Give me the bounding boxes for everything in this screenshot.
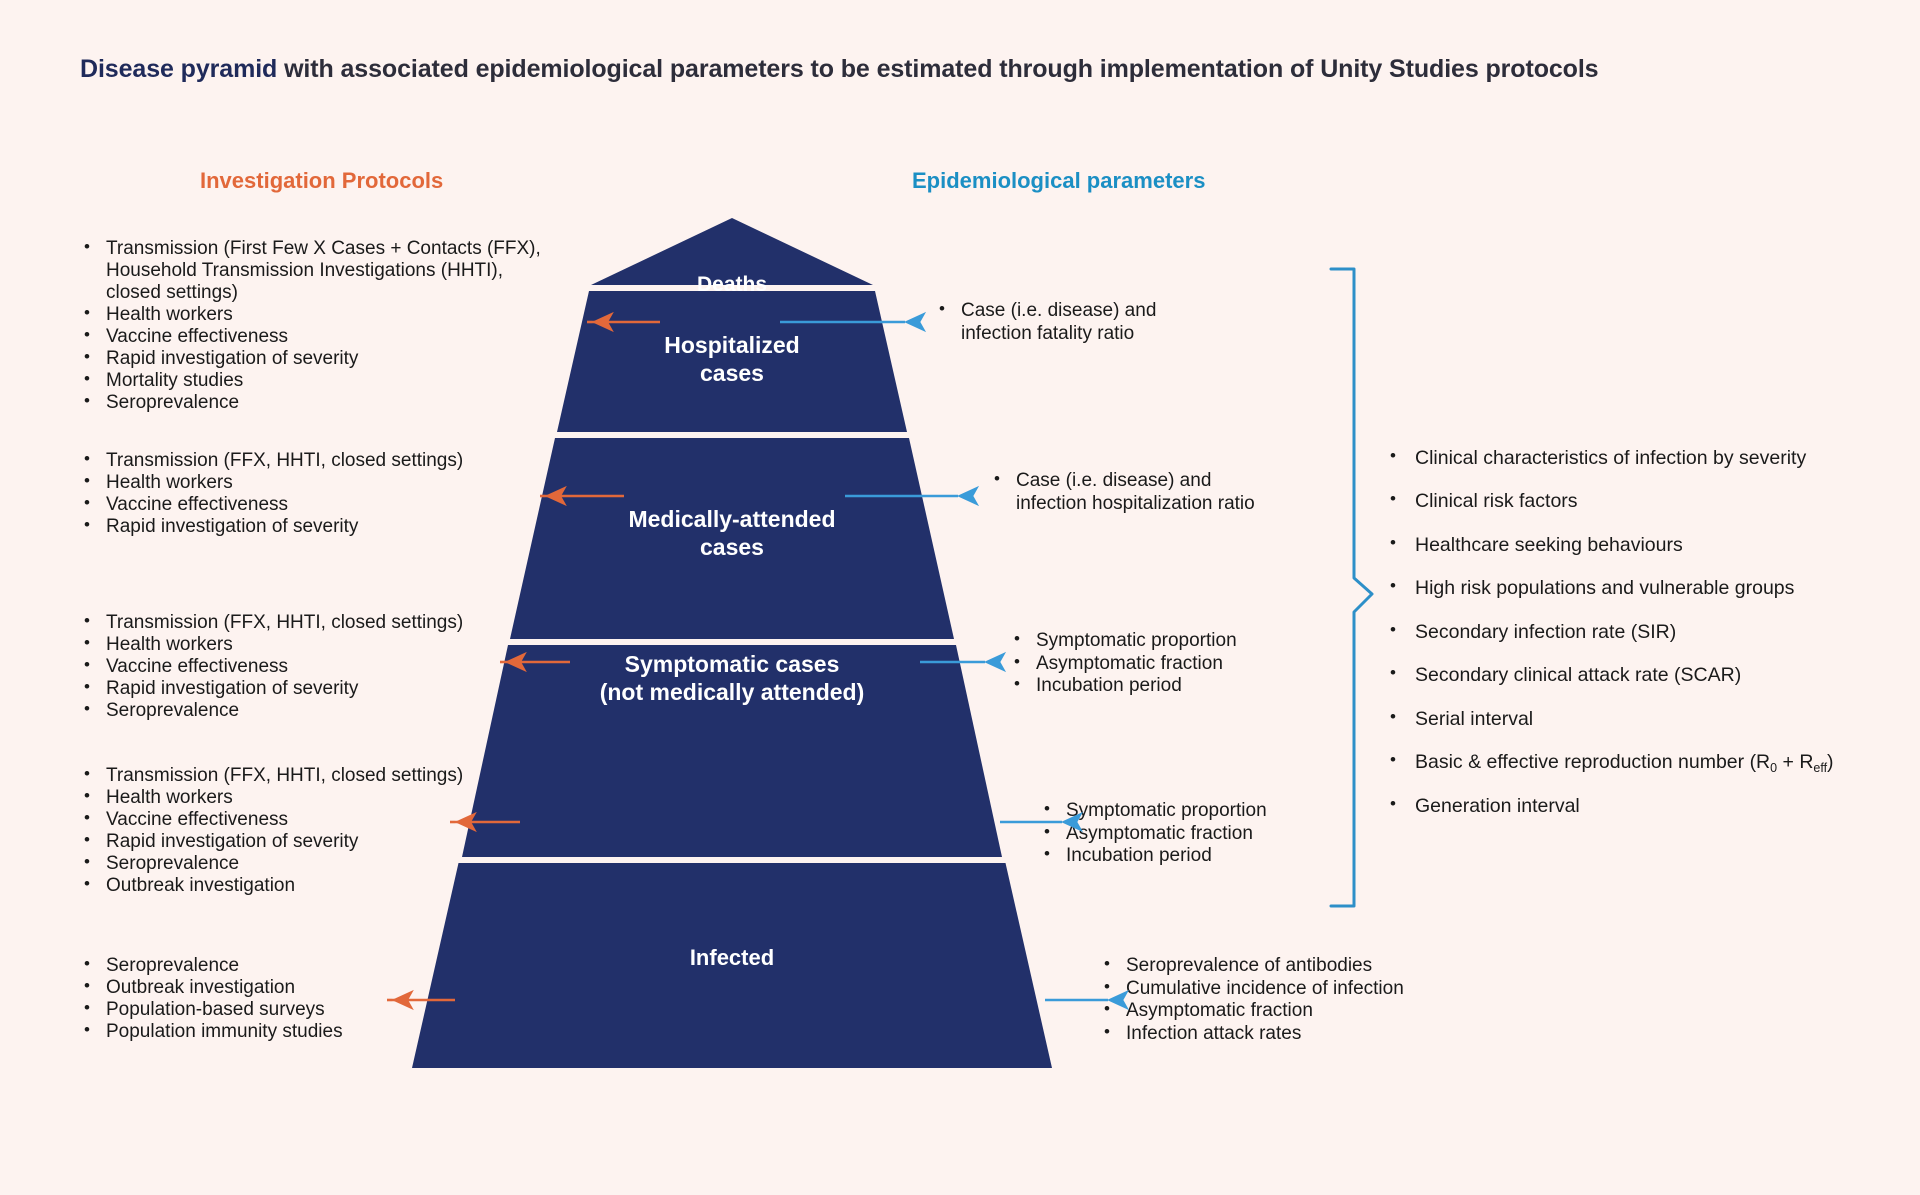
- page-title: Disease pyramid with associated epidemio…: [80, 55, 1599, 84]
- list-item: Symptomatic proportion: [1040, 799, 1340, 823]
- list-item: Serial interval: [1385, 708, 1905, 730]
- list-item: Vaccine effectiveness: [80, 493, 550, 516]
- list-item: Asymptomatic fraction: [1010, 652, 1310, 676]
- list-item: Incubation period: [1010, 674, 1310, 698]
- protocol-block-hospitalized: Transmission (FFX, HHTI, closed settings…: [80, 449, 550, 538]
- protocol-list-infected: Seroprevalence Outbreak investigation Po…: [80, 954, 550, 1043]
- list-item: Vaccine effectiveness: [80, 808, 550, 831]
- parameter-block-medically-attended: Symptomatic proportion Asymptomatic frac…: [1010, 629, 1310, 698]
- protocol-block-deaths: Transmission (First Few X Cases + Contac…: [80, 237, 550, 414]
- pyramid-level-hospitalized[interactable]: [557, 291, 907, 432]
- cross-cutting-parameter-list: Clinical characteristics of infection by…: [1385, 447, 1905, 817]
- list-item: Clinical risk factors: [1385, 490, 1905, 512]
- list-item: Health workers: [80, 633, 550, 656]
- parameter-block-infected: Seroprevalence of antibodies Cumulative …: [1100, 954, 1440, 1046]
- list-item: Seroprevalence: [80, 954, 550, 977]
- parameter-block-symptomatic: Symptomatic proportion Asymptomatic frac…: [1040, 799, 1340, 868]
- list-item: Rapid investigation of severity: [80, 515, 550, 538]
- pyramid-level-symptomatic[interactable]: [462, 645, 1002, 857]
- list-item: Seroprevalence: [80, 852, 550, 875]
- pyramid-level-deaths[interactable]: [591, 218, 873, 285]
- parameter-list-infected: Seroprevalence of antibodies Cumulative …: [1100, 954, 1440, 1046]
- page-title-rest: with associated epidemiological paramete…: [277, 55, 1599, 83]
- column-header-investigation-protocols: Investigation Protocols: [200, 168, 444, 193]
- list-item: High risk populations and vulnerable gro…: [1385, 577, 1905, 599]
- list-item: Population immunity studies: [80, 1020, 550, 1043]
- list-item: Outbreak investigation: [80, 874, 550, 897]
- list-item: Vaccine effectiveness: [80, 325, 550, 348]
- list-item: Asymptomatic fraction: [1100, 999, 1440, 1023]
- column-header-epidemiological-parameters: Epidemiological parameters: [912, 168, 1206, 193]
- list-item: Symptomatic proportion: [1010, 629, 1310, 653]
- list-item: Secondary infection rate (SIR): [1385, 621, 1905, 643]
- list-item: Outbreak investigation: [80, 976, 550, 999]
- list-item: Infection attack rates: [1100, 1022, 1440, 1046]
- list-item: Asymptomatic fraction: [1040, 822, 1340, 846]
- list-item: Rapid investigation of severity: [80, 830, 550, 853]
- list-item: Population-based surveys: [80, 998, 550, 1021]
- list-item: Health workers: [80, 786, 550, 809]
- list-item: Basic & effective reproduction number (R…: [1385, 751, 1905, 775]
- list-item: Health workers: [80, 303, 550, 326]
- list-item: Rapid investigation of severity: [80, 347, 550, 370]
- pyramid-level-medically-attended[interactable]: [510, 438, 954, 639]
- list-item: Generation interval: [1385, 794, 1905, 817]
- protocol-list-medically-attended: Transmission (FFX, HHTI, closed settings…: [80, 611, 550, 722]
- list-item: Rapid investigation of severity: [80, 677, 550, 700]
- list-item: Seroprevalence: [80, 391, 550, 414]
- protocol-list-deaths: Transmission (First Few X Cases + Contac…: [80, 237, 550, 414]
- protocol-list-hospitalized: Transmission (FFX, HHTI, closed settings…: [80, 449, 550, 538]
- parameter-list-medically-attended: Symptomatic proportion Asymptomatic frac…: [1010, 629, 1310, 698]
- list-item: Seroprevalence: [80, 699, 550, 722]
- protocol-block-medically-attended: Transmission (FFX, HHTI, closed settings…: [80, 611, 550, 722]
- list-item: Vaccine effectiveness: [80, 655, 550, 678]
- list-item: Transmission (FFX, HHTI, closed settings…: [80, 764, 550, 787]
- pyramid-shape: [412, 218, 1052, 1068]
- list-item: Cumulative incidence of infection: [1100, 977, 1440, 1001]
- list-item: Mortality studies: [80, 369, 550, 392]
- protocol-list-symptomatic: Transmission (FFX, HHTI, closed settings…: [80, 764, 550, 897]
- list-item: Transmission (FFX, HHTI, closed settings…: [80, 449, 550, 472]
- list-item: Transmission (FFX, HHTI, closed settings…: [80, 611, 550, 634]
- list-item: Incubation period: [1040, 844, 1340, 868]
- list-item: Seroprevalence of antibodies: [1100, 954, 1440, 978]
- list-item: Transmission (First Few X Cases + Contac…: [80, 237, 550, 304]
- parameter-list-symptomatic: Symptomatic proportion Asymptomatic frac…: [1040, 799, 1340, 868]
- protocol-block-symptomatic: Transmission (FFX, HHTI, closed settings…: [80, 764, 550, 897]
- list-item: Health workers: [80, 471, 550, 494]
- page-title-lead: Disease pyramid: [80, 55, 278, 83]
- pyramid-level-infected[interactable]: [412, 863, 1052, 1068]
- list-item: Clinical characteristics of infection by…: [1385, 447, 1905, 469]
- protocol-block-infected: Seroprevalence Outbreak investigation Po…: [80, 954, 550, 1043]
- list-item: Healthcare seeking behaviours: [1385, 534, 1905, 556]
- list-item: Secondary clinical attack rate (SCAR): [1385, 664, 1905, 686]
